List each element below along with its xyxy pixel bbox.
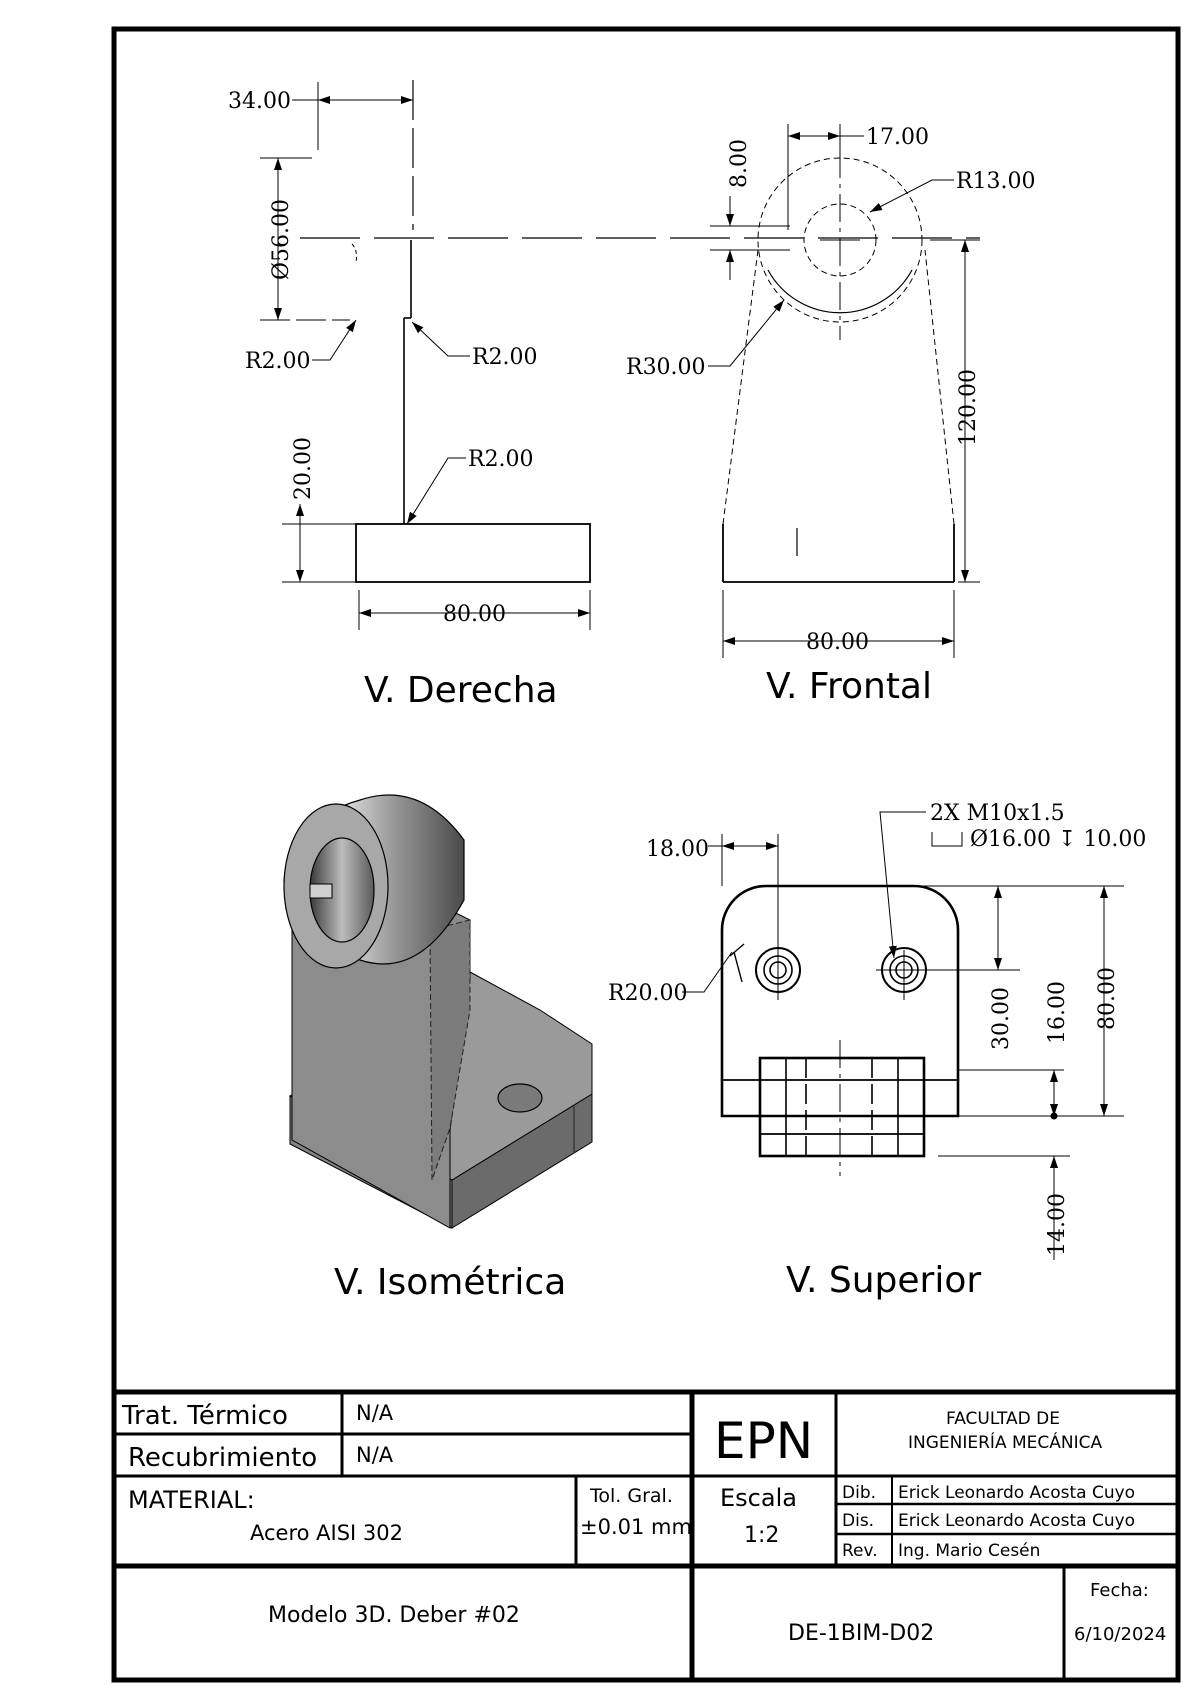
- front-view: [708, 124, 980, 658]
- dim-34: 34.00: [228, 89, 291, 114]
- dib-label: Dib.: [842, 1483, 876, 1503]
- dim-80-front: 80.00: [806, 630, 869, 655]
- iso-view-title: V. Isométrica: [334, 1262, 566, 1303]
- faculty-line2: INGENIERÍA MECÁNICA: [908, 1431, 1102, 1453]
- material-label: MATERIAL:: [128, 1486, 255, 1514]
- project-name: Modelo 3D. Deber #02: [268, 1603, 520, 1628]
- dim-r30: R30.00: [626, 355, 706, 380]
- dim-30: 30.00: [989, 987, 1014, 1050]
- scale-label: Escala: [720, 1484, 797, 1512]
- top-view: [682, 811, 1124, 1260]
- recub-value: N/A: [356, 1443, 394, 1467]
- scale-value: 1:2: [744, 1523, 779, 1548]
- rev-value: Ing. Mario Cesén: [898, 1541, 1040, 1561]
- trat-value: N/A: [356, 1401, 394, 1425]
- top-view-dims: 18.00 R20.00 30.00 16.00 80.00 14.00 2X …: [608, 801, 1146, 1301]
- top-view-title: V. Superior: [786, 1260, 981, 1301]
- dim-20: 20.00: [291, 437, 316, 500]
- recub-label: Recubrimiento: [128, 1443, 317, 1473]
- material-value: Acero AISI 302: [250, 1521, 403, 1545]
- front-view-dims: 17.00 8.00 R13.00 R30.00 120.00 80.00 V.…: [626, 125, 1036, 707]
- dim-r2-mid: R2.00: [472, 345, 538, 370]
- dim-8: 8.00: [727, 139, 752, 188]
- dim-17: 17.00: [866, 125, 929, 150]
- right-view-title: V. Derecha: [364, 670, 558, 711]
- isometric-view: [283, 794, 593, 1229]
- trat-label: Trat. Térmico: [121, 1401, 288, 1431]
- rev-label: Rev.: [842, 1541, 878, 1561]
- epn-logo: EPN: [714, 1412, 813, 1470]
- dim-14: 14.00: [1045, 1193, 1070, 1256]
- date-label: Fecha:: [1090, 1580, 1149, 1601]
- tol-label: Tol. Gral.: [589, 1485, 673, 1507]
- dim-dia56: Ø56.00: [269, 199, 294, 280]
- title-block-text: Trat. Térmico N/A Recubrimiento N/A MATE…: [121, 1401, 1166, 1646]
- dim-120: 120.00: [956, 369, 981, 446]
- dim-18: 18.00: [646, 837, 709, 862]
- right-view: [260, 80, 980, 630]
- dis-label: Dis.: [842, 1511, 874, 1531]
- tol-value: ±0.01 mm: [580, 1515, 692, 1539]
- right-view-dims: 34.00 Ø56.00 R2.00 R2.00 R2.00 20.00 80.…: [228, 89, 558, 711]
- thread-note-line1: 2X M10x1.5: [930, 801, 1065, 826]
- dib-value: Erick Leonardo Acosta Cuyo: [898, 1483, 1135, 1503]
- dim-r13: R13.00: [956, 169, 1036, 194]
- dim-r2-base: R2.00: [468, 447, 534, 472]
- title-block: [114, 1389, 1178, 1680]
- sheet-border: [111, 26, 1181, 1683]
- drawing-number: DE-1BIM-D02: [788, 1621, 934, 1646]
- dim-16: 16.00: [1045, 981, 1070, 1044]
- thread-note-line2: Ø16.00 ↧ 10.00: [970, 827, 1146, 852]
- dim-r2-left: R2.00: [245, 349, 311, 374]
- dim-80-right: 80.00: [443, 602, 506, 627]
- dis-value: Erick Leonardo Acosta Cuyo: [898, 1511, 1135, 1531]
- dim-80-top: 80.00: [1095, 967, 1120, 1030]
- faculty-line1: FACULTAD DE: [946, 1409, 1060, 1429]
- dim-r20: R20.00: [608, 981, 688, 1006]
- date-value: 6/10/2024: [1074, 1624, 1166, 1645]
- front-view-title: V. Frontal: [766, 666, 932, 707]
